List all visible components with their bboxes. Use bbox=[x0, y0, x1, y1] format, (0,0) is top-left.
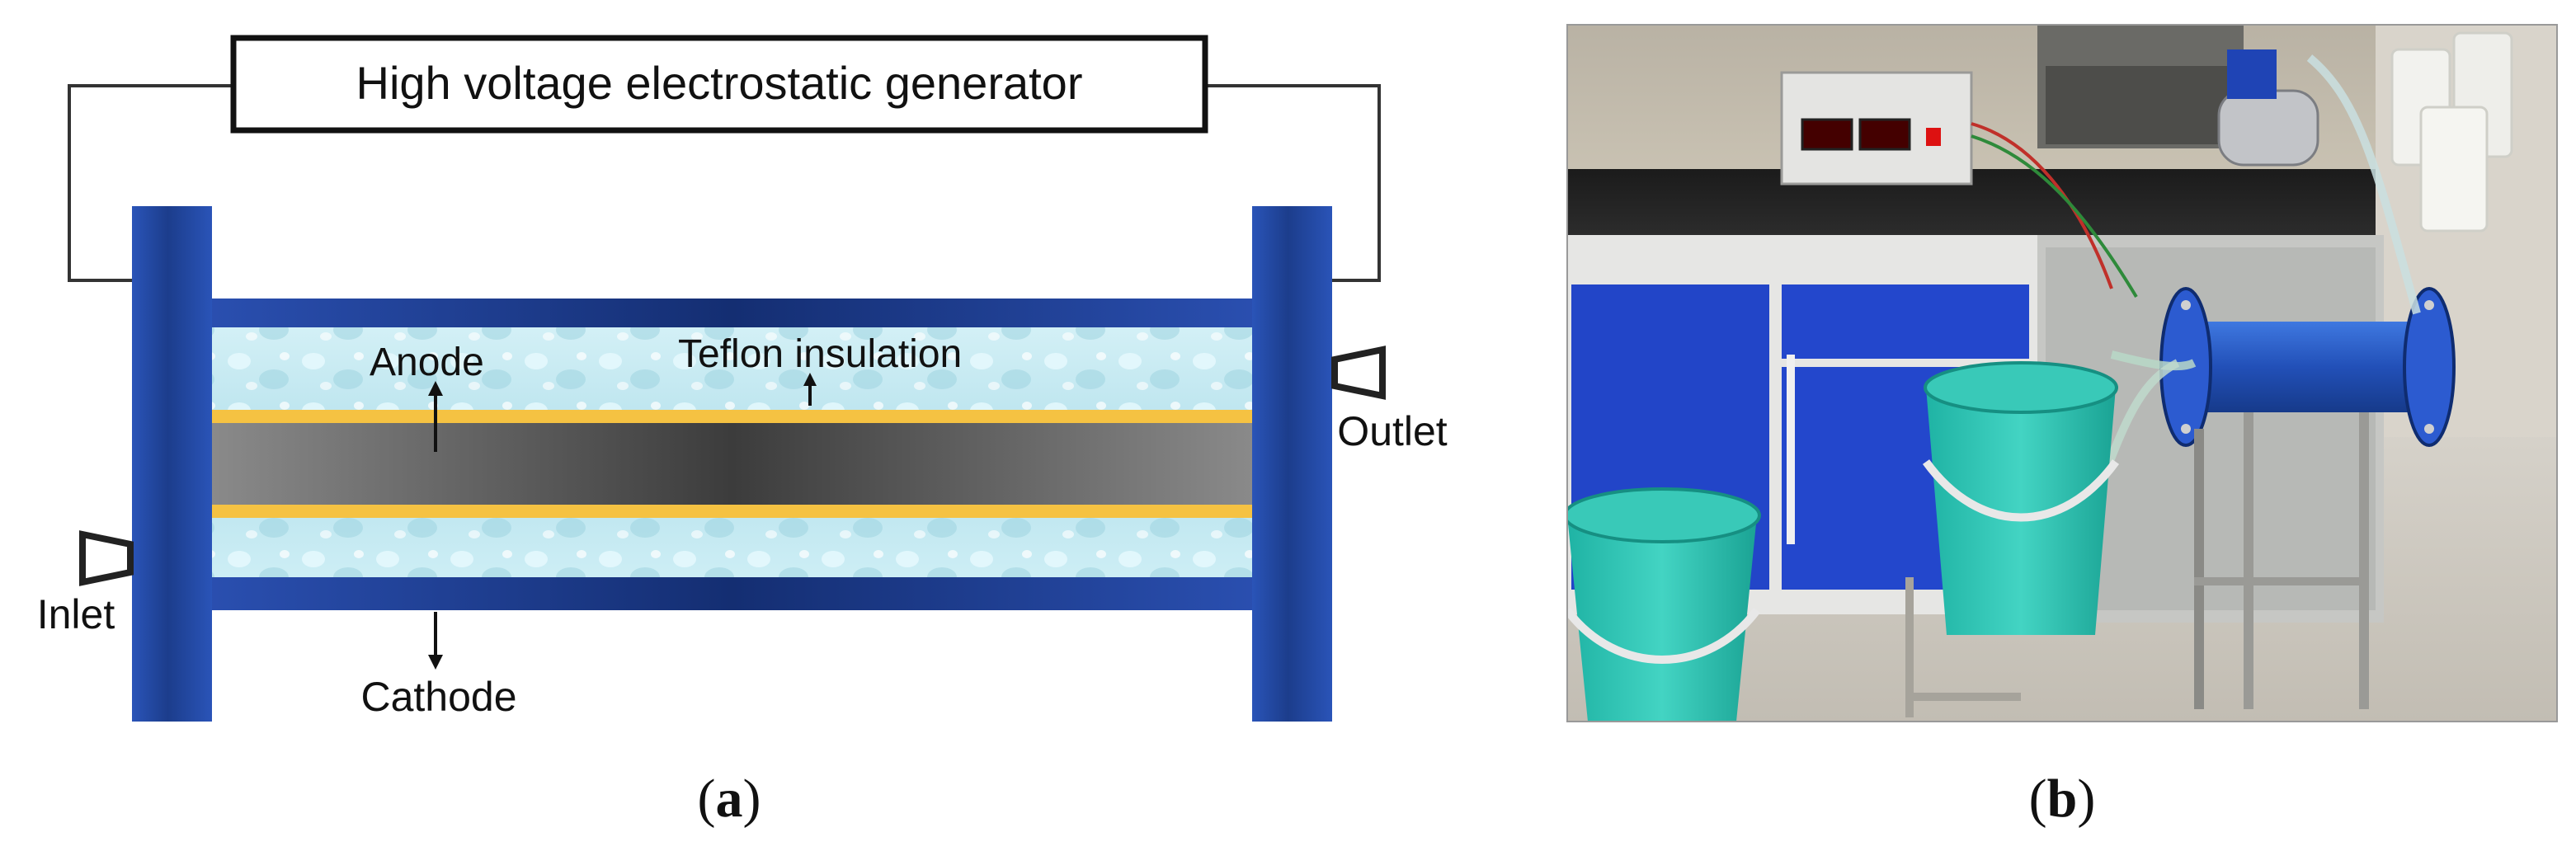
cathode-label: Cathode bbox=[360, 674, 516, 720]
bolt-3 bbox=[2424, 300, 2434, 310]
bucket-right bbox=[1926, 388, 2116, 635]
bucket-left-handle bbox=[1567, 607, 1760, 664]
generator-box bbox=[230, 35, 1208, 134]
stand-leg-1 bbox=[2244, 412, 2253, 709]
anode-arrow-head bbox=[428, 381, 443, 396]
left-flange bbox=[132, 206, 212, 722]
teflon-arrow-head bbox=[803, 373, 817, 386]
bucket-left bbox=[1567, 515, 1757, 722]
display-left bbox=[1801, 118, 1853, 151]
bucket-right-handle bbox=[1922, 459, 2120, 522]
bucket-left-rim bbox=[1567, 487, 1761, 543]
caption-a: (a) bbox=[698, 769, 761, 829]
panel-b-photo: (b) bbox=[1566, 24, 2558, 829]
outlet-nozzle bbox=[1331, 346, 1386, 400]
right-wire bbox=[1206, 84, 1381, 282]
stand-leg-3 bbox=[2194, 429, 2204, 709]
inlet-label: Inlet bbox=[37, 591, 115, 637]
bolt-2 bbox=[2181, 424, 2191, 434]
pump-motor bbox=[2227, 49, 2277, 99]
tubing-inlet bbox=[2110, 350, 2197, 371]
anode-rod bbox=[210, 423, 1254, 505]
pump bbox=[2217, 89, 2319, 167]
reactor-flange-right bbox=[2403, 287, 2456, 447]
red-wire bbox=[1971, 122, 2113, 289]
sink-basin bbox=[2046, 66, 2235, 144]
green-wire bbox=[1971, 134, 2138, 299]
tubing-bucket bbox=[2099, 359, 2180, 480]
power-switch bbox=[1926, 128, 1941, 146]
reactor-tube bbox=[2178, 322, 2425, 412]
tubing-outlet bbox=[2306, 54, 2421, 315]
cabinet-drawer bbox=[1782, 284, 2029, 359]
teflon-insulation-bottom bbox=[210, 505, 1254, 518]
anode-label: Anode bbox=[370, 341, 484, 384]
bench-top bbox=[1567, 169, 2376, 235]
jerry-can-3 bbox=[2419, 106, 2489, 233]
bolt-1 bbox=[2181, 300, 2191, 310]
outlet-label: Outlet bbox=[1337, 408, 1448, 454]
photo-frame bbox=[1566, 24, 2558, 722]
stand-brace bbox=[2194, 577, 2369, 585]
display-right bbox=[1858, 118, 1911, 151]
generator-label: High voltage electrostatic generator bbox=[356, 57, 1083, 109]
bucket-right-rim bbox=[1924, 361, 2118, 414]
cathode-arrow-head bbox=[428, 655, 443, 670]
small-stand-base bbox=[1905, 693, 2021, 701]
inlet-nozzle bbox=[79, 530, 134, 586]
stand-leg-2 bbox=[2359, 412, 2369, 709]
panel-a-schematic: High voltage electrostatic generator Inl… bbox=[37, 35, 1448, 829]
teflon-insulation-label: Teflon insulation bbox=[678, 332, 962, 376]
right-flange bbox=[1252, 206, 1332, 722]
small-stand-leg bbox=[1905, 577, 1914, 717]
caption-b: (b) bbox=[2029, 769, 2096, 829]
teflon-insulation-top bbox=[210, 410, 1254, 423]
left-wire bbox=[68, 84, 233, 282]
bolt-4 bbox=[2424, 424, 2434, 434]
cabinet-handle bbox=[1787, 355, 1795, 544]
